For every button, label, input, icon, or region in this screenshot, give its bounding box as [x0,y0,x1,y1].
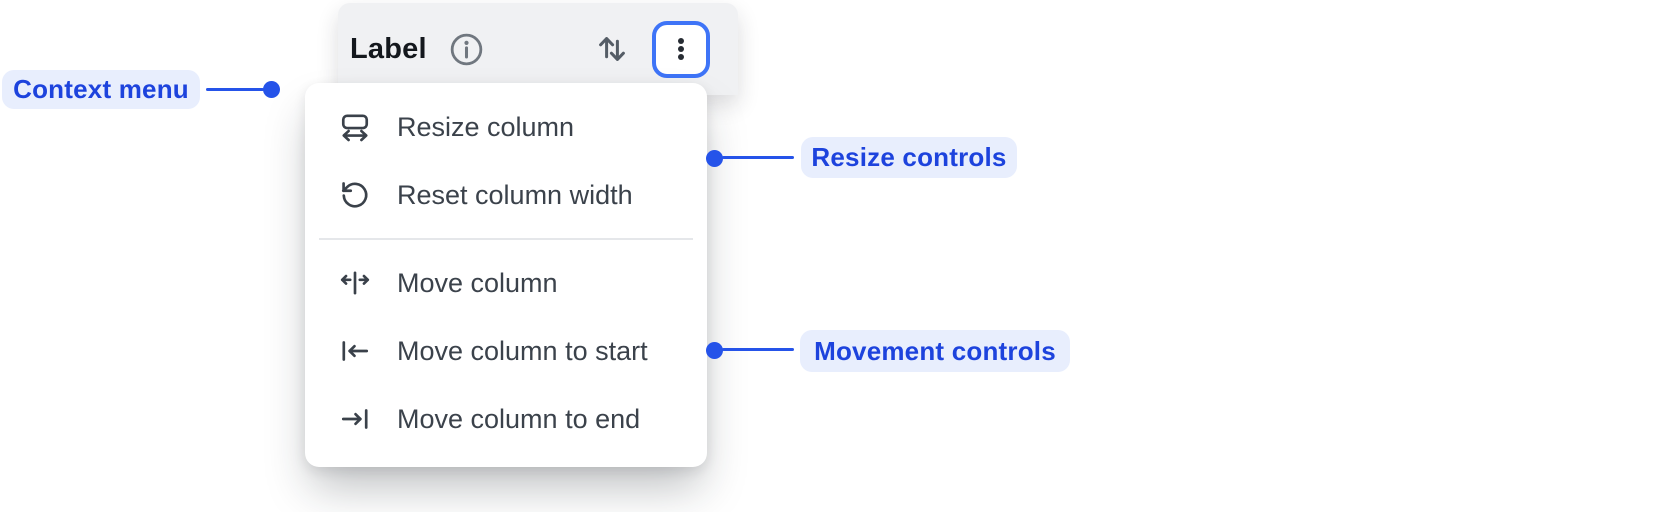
reset-column-width-icon [339,179,371,211]
menu-item-move-column[interactable]: Move column [305,249,707,317]
menu-item-label: Move column [397,267,558,298]
move-column-to-start-icon [339,335,371,367]
column-header: Label [338,3,738,95]
annotation-movement-controls: Movement controls [800,330,1070,372]
menu-item-label: Move column to start [397,335,648,366]
sort-column-icon[interactable] [594,31,630,67]
column-context-menu: Resize column Reset column width Move co… [305,83,707,467]
annotation-dot [706,342,723,359]
move-column-icon [339,267,371,299]
menu-item-label: Resize column [397,111,575,142]
annotation-context-menu: Context menu [2,70,200,109]
kebab-menu-icon [666,34,696,64]
annotation-dot [263,81,280,98]
column-header-label: Label [350,32,427,65]
annotation-dot [706,150,723,167]
annotation-leader-line [722,156,794,159]
menu-item-reset-column-width[interactable]: Reset column width [305,161,707,229]
column-menu-button[interactable] [652,20,710,78]
menu-item-move-column-to-start[interactable]: Move column to start [305,317,707,385]
annotation-leader-line [206,88,264,91]
resize-column-icon [339,111,371,143]
menu-item-resize-column[interactable]: Resize column [305,93,707,161]
menu-divider [319,238,693,240]
menu-item-label: Move column to end [397,403,641,434]
move-column-to-end-icon [339,403,371,435]
info-icon[interactable] [449,32,484,67]
menu-item-label: Reset column width [397,179,633,210]
menu-item-move-column-to-end[interactable]: Move column to end [305,385,707,453]
annotation-resize-controls: Resize controls [801,137,1017,178]
annotation-leader-line [722,348,794,351]
